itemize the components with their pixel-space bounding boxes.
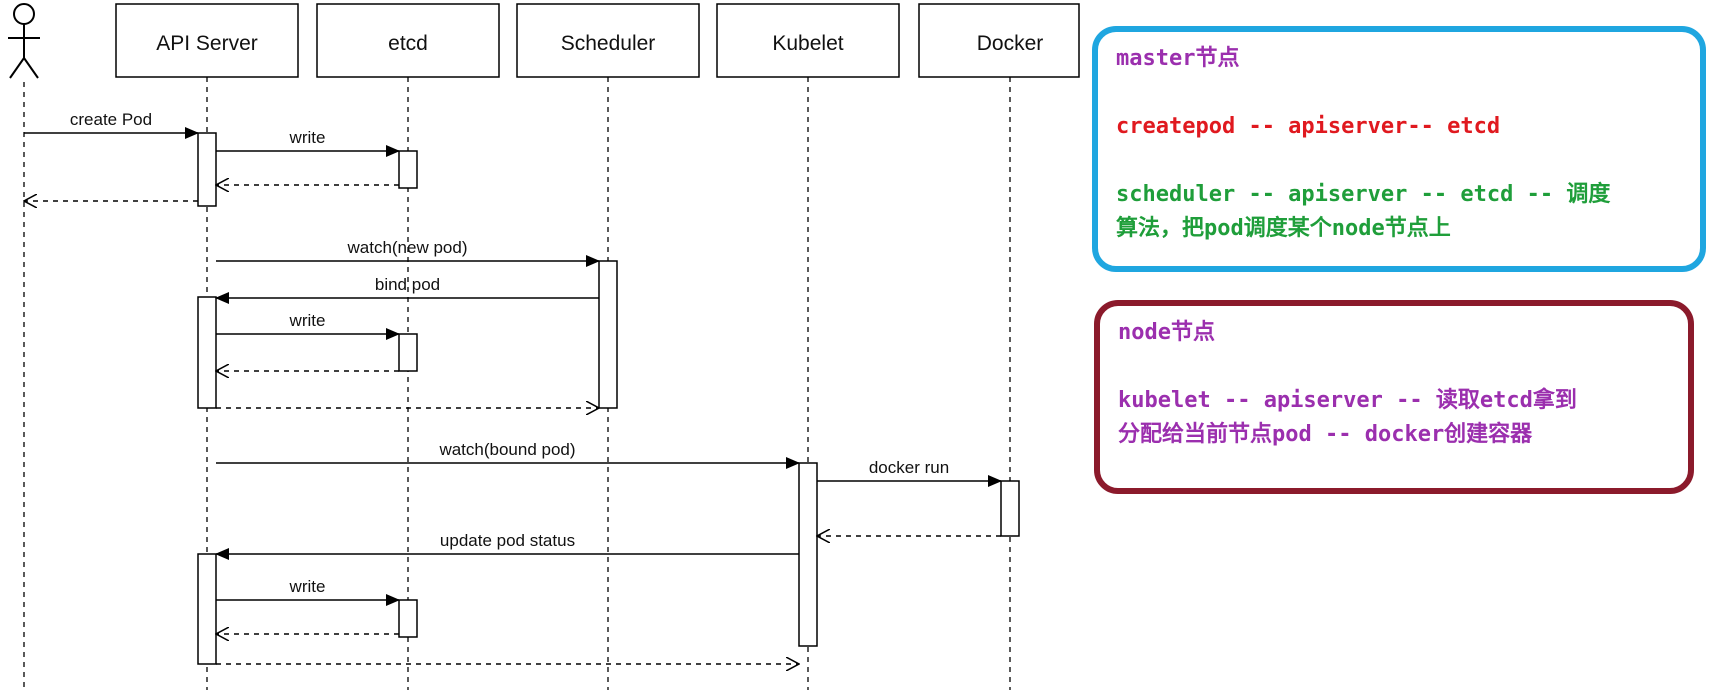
participant-label-kubelet: Kubelet [772, 32, 843, 55]
master-note-line [1116, 144, 1682, 178]
message-label-6: write [289, 311, 326, 330]
participant-docker: Docker [918, 3, 1080, 78]
activation-docker [1000, 480, 1020, 537]
actor-icon [8, 3, 40, 79]
worker-node-note: node节点 kubelet -- apiserver -- 读取etcd拿到分配… [1094, 300, 1694, 494]
message-label-12: update pod status [440, 531, 575, 550]
message-label-13: write [289, 577, 326, 596]
activation-etcd [398, 333, 418, 372]
activation-api [197, 553, 217, 665]
message-label-4: watch(new pod) [346, 238, 467, 257]
master-note-line: createpod -- apiserver-- etcd [1116, 114, 1501, 139]
participant-kubelet: Kubelet [716, 3, 900, 78]
message-label-0: create Pod [70, 110, 152, 129]
participant-etcd: etcd [316, 3, 500, 78]
participant-label-api: API Server [156, 32, 258, 55]
activation-api [197, 296, 217, 409]
activation-api [197, 132, 217, 207]
master-note-line: scheduler -- apiserver -- etcd -- 调度 [1116, 182, 1611, 207]
node-note-line: 分配给当前节点pod -- docker创建容器 [1118, 422, 1533, 447]
master-note-line: master节点 [1116, 46, 1240, 71]
participant-label-docker: Docker [977, 32, 1044, 55]
participant-scheduler: Scheduler [516, 3, 700, 78]
master-node-note: master节点 createpod -- apiserver-- etcd sch… [1092, 26, 1706, 272]
node-note-line: kubelet -- apiserver -- 读取etcd拿到 [1118, 388, 1577, 413]
participant-label-etcd: etcd [388, 32, 428, 55]
sequence-diagram: API Server etcd Scheduler Kubelet Docker cre… [8, 3, 1080, 690]
activation-etcd [398, 599, 418, 638]
message-label-1: write [289, 128, 326, 147]
master-note-line: 算法，把pod调度某个node节点上 [1116, 216, 1451, 241]
activation-kubelet [798, 462, 818, 647]
activation-etcd [398, 150, 418, 189]
activation-scheduler [598, 260, 618, 409]
participant-api: API Server [115, 3, 299, 78]
message-label-9: watch(bound pod) [438, 440, 575, 459]
message-label-10: docker run [869, 458, 949, 477]
message-label-5: bind pod [375, 275, 440, 294]
node-note-line: node节点 [1118, 320, 1215, 345]
participant-label-scheduler: Scheduler [561, 32, 656, 55]
node-note-line [1118, 350, 1670, 384]
master-note-line [1116, 76, 1682, 110]
